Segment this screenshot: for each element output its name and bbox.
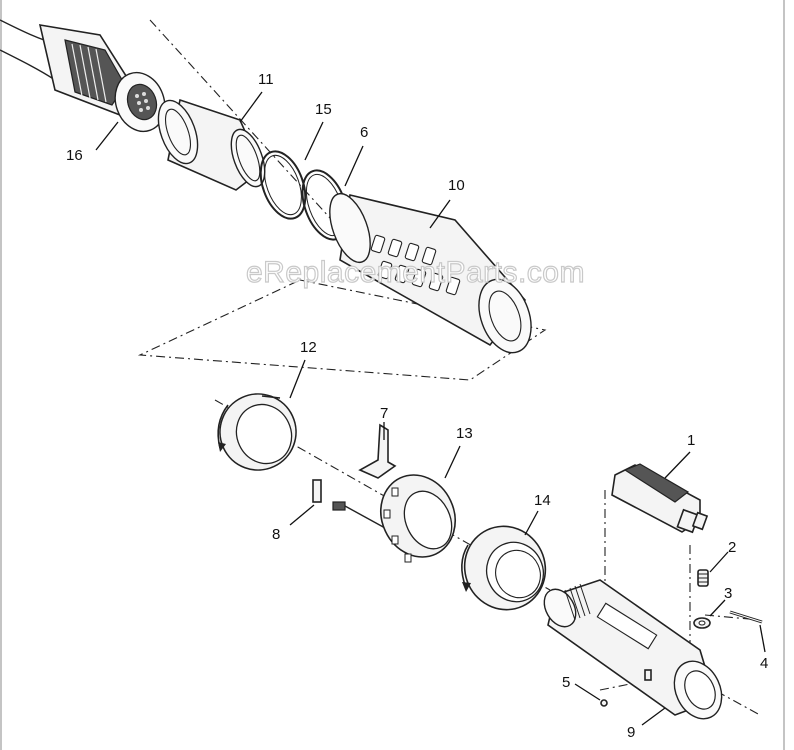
callout-14: 14	[534, 492, 551, 509]
callout-6: 6	[360, 124, 368, 141]
callout-4: 4	[760, 655, 768, 672]
part-15-o-ring	[259, 150, 307, 220]
callout-8: 8	[272, 526, 280, 543]
callout-12: 12	[300, 339, 317, 356]
callout-13: 13	[456, 425, 473, 442]
part-4-pin	[729, 610, 763, 624]
callout-5: 5	[562, 674, 570, 691]
callout-2: 2	[728, 539, 736, 556]
part-7-clip	[358, 423, 397, 479]
callout-10: 10	[448, 177, 465, 194]
part-3-washer	[693, 617, 711, 629]
callout-16: 16	[66, 147, 83, 164]
part-13-ring	[380, 474, 456, 563]
leader-lines	[95, 91, 766, 726]
callout-3: 3	[724, 585, 732, 602]
part-14-threaded-collar	[460, 525, 547, 611]
callout-11: 11	[258, 71, 274, 88]
part-11-sleeve	[157, 98, 266, 191]
part-5-screw	[600, 699, 608, 707]
part-8-tab	[312, 479, 322, 503]
part-2-screw	[697, 569, 709, 587]
callout-labels: 1 2 3 4 5 6 7 8 9 10 11 12 13 14 15 16	[66, 71, 768, 741]
part-1-switch	[611, 463, 709, 534]
part-12-rotating-ring	[217, 393, 297, 471]
callout-9: 9	[627, 724, 635, 741]
callout-7: 7	[380, 405, 388, 422]
callout-15: 15	[315, 101, 332, 118]
part-16-cable-connector	[0, 19, 166, 133]
wire-lead	[332, 501, 386, 529]
part-10-slotted-barrel	[329, 192, 532, 354]
watermark-text: eReplacementParts.com	[246, 256, 585, 289]
part-9-handle-body	[543, 579, 723, 720]
callout-1: 1	[687, 432, 695, 449]
